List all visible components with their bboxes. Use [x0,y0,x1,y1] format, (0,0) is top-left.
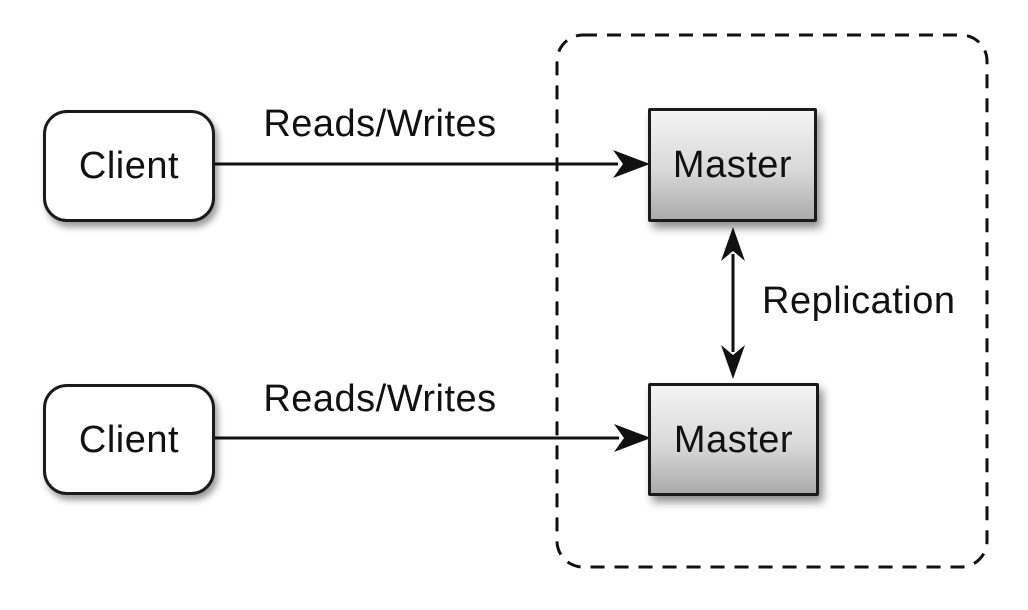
node-client-top-label: Client [78,145,180,187]
node-master-bottom: Master [648,383,819,496]
edge-label-reads-writes-bottom: Reads/Writes [263,378,497,420]
edge-label-replication: Replication [762,280,956,322]
arrowhead-right-bottom [614,424,651,452]
node-master-bottom-label: Master [673,418,794,461]
replication-cluster-outline [555,33,989,569]
arrowhead-down [721,345,745,379]
edge-label-reads-writes-top: Reads/Writes [263,103,497,145]
node-master-top-label: Master [672,144,793,186]
arrowhead-right-top [613,150,650,178]
node-master-top: Master [648,108,817,222]
node-client-top: Client [43,110,215,222]
node-client-bottom: Client [43,384,215,495]
arrowhead-up [721,227,745,261]
node-client-bottom-label: Client [78,418,180,461]
